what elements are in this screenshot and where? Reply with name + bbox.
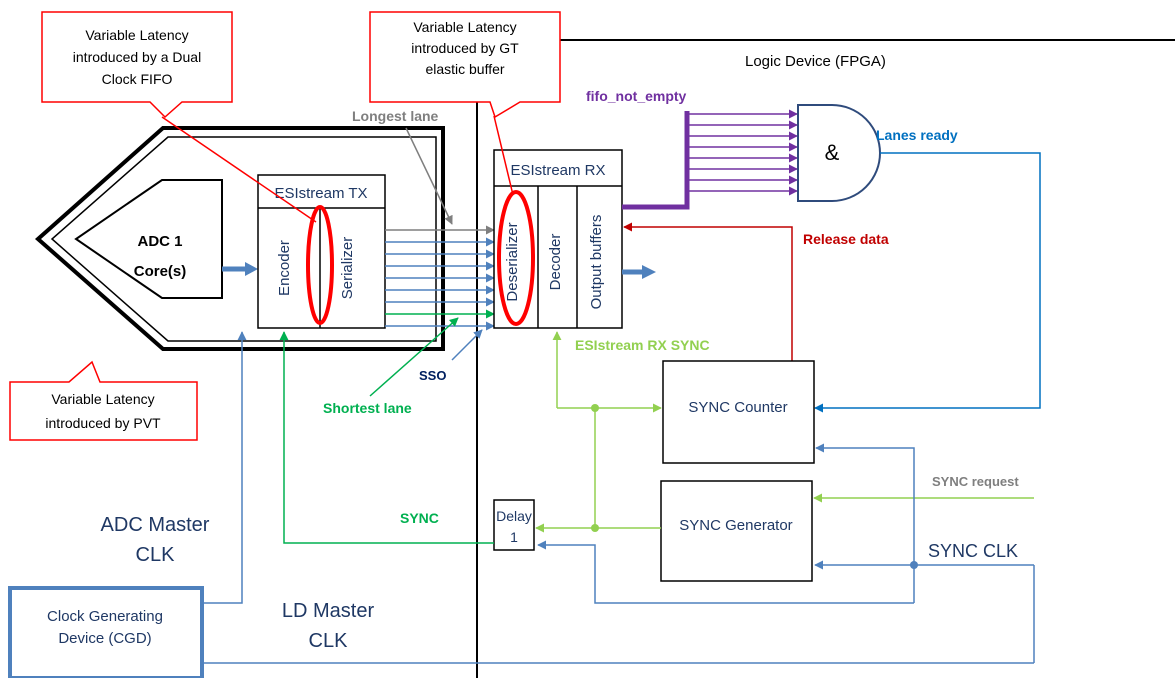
longest-lane-pointer — [405, 127, 453, 225]
callout-box — [41, 11, 233, 119]
sync-request-label: SYNC request — [932, 474, 1019, 489]
callout-pvt-line-1: Variable Latency — [51, 391, 154, 407]
and-gate-icon — [797, 104, 881, 202]
adc-master-clk-label-2: CLK — [136, 544, 176, 566]
lanes-ready-wire — [814, 152, 1041, 413]
and-gate-label: & — [825, 140, 840, 165]
longest-lane-label: Longest lane — [352, 108, 439, 124]
adc-core-shape — [74, 179, 223, 299]
callout-dual-clock-fifo: Variable Latency introduced by a Dual Cl… — [41, 11, 317, 223]
sync-counter-label: SYNC Counter — [688, 399, 787, 416]
sync-counter-block — [662, 360, 815, 464]
release-data-wire — [623, 222, 793, 361]
serializer-label: Serializer — [339, 237, 356, 300]
adc-master-clk-label-1: ADC Master — [101, 514, 210, 536]
callout-pvt: Variable Latency introduced by PVT — [9, 360, 198, 441]
adc-core-label-1: ADC 1 — [137, 233, 182, 250]
esistream-rx-sync-label: ESIstream RX SYNC — [575, 337, 710, 353]
rx-output-arrowhead-icon — [642, 265, 656, 279]
callout-gt-line-2: introduced by GT — [411, 40, 519, 56]
esistream-tx-title: ESIstream TX — [274, 185, 367, 202]
junction-dot-icon — [591, 524, 599, 532]
adc-outer-shape — [34, 126, 445, 351]
delay-label-2: 1 — [510, 529, 518, 545]
callout-gt-line-3: elastic buffer — [425, 61, 504, 77]
callout-fifo-line-3: Clock FIFO — [102, 71, 173, 87]
fifo-not-empty-signals — [687, 109, 798, 196]
deserializer-label: Deserializer — [504, 222, 521, 301]
clock-generating-device-block — [8, 586, 204, 678]
callout-box — [369, 11, 561, 119]
sync-clk-label: SYNC CLK — [928, 541, 1018, 561]
serial-lanes — [385, 225, 495, 331]
adc-master-clk-wire — [202, 331, 247, 604]
shortest-lane-label: Shortest lane — [323, 400, 412, 416]
esistream-tx-block — [257, 174, 386, 329]
callout-fifo-line-2: introduced by a Dual — [73, 49, 201, 65]
sync-to-adc-wire — [279, 331, 494, 544]
decoder-label: Decoder — [547, 234, 564, 291]
adc-core-label-2: Core(s) — [134, 263, 187, 280]
fifo-not-empty-bus — [622, 111, 690, 210]
dual-clock-fifo-highlight — [306, 205, 334, 325]
callout-gt-elastic-buffer: Variable Latency introduced by GT elasti… — [369, 11, 561, 196]
encoder-label: Encoder — [276, 240, 293, 296]
cgd-label-2: Device (CGD) — [58, 630, 151, 647]
callout-pointer — [493, 115, 514, 196]
output-buffers-label: Output buffers — [588, 215, 605, 310]
sync-clk-to-delay-wire — [537, 540, 914, 604]
delay-label-1: Delay — [496, 508, 532, 524]
release-data-label: Release data — [803, 231, 889, 247]
sso-pointer — [451, 329, 483, 361]
callout-box — [9, 360, 198, 441]
sync-generator-label: SYNC Generator — [679, 517, 792, 534]
sync-label: SYNC — [400, 510, 439, 526]
junction-dot-icon — [591, 404, 599, 412]
core-to-encoder-arrowhead-icon — [245, 262, 258, 276]
shortest-lane-pointer — [369, 317, 459, 397]
callout-fifo-line-1: Variable Latency — [85, 27, 188, 43]
lanes-ready-label: Lanes ready — [876, 127, 958, 143]
ld-master-clk-label-2: CLK — [309, 630, 349, 652]
junction-dot-icon — [910, 561, 918, 569]
cgd-label-1: Clock Generating — [47, 608, 163, 625]
esistream-rx-block — [493, 149, 623, 329]
sync-clk-main-wire — [815, 443, 915, 603]
sso-label: SSO — [419, 368, 446, 383]
logic-device-label: Logic Device (FPGA) — [745, 53, 886, 70]
ld-master-clk-label-1: LD Master — [282, 600, 375, 622]
delay-block — [493, 499, 535, 551]
callout-pointer — [161, 116, 317, 223]
gt-elastic-buffer-highlight — [497, 190, 535, 326]
fifo-not-empty-label: fifo_not_empty — [586, 88, 687, 104]
callout-pvt-line-2: introduced by PVT — [45, 415, 161, 431]
esistream-rx-title: ESIstream RX — [510, 162, 605, 179]
adc-inner-shape — [50, 136, 437, 342]
sync-generator-block — [660, 480, 813, 582]
callout-gt-line-1: Variable Latency — [413, 19, 516, 35]
